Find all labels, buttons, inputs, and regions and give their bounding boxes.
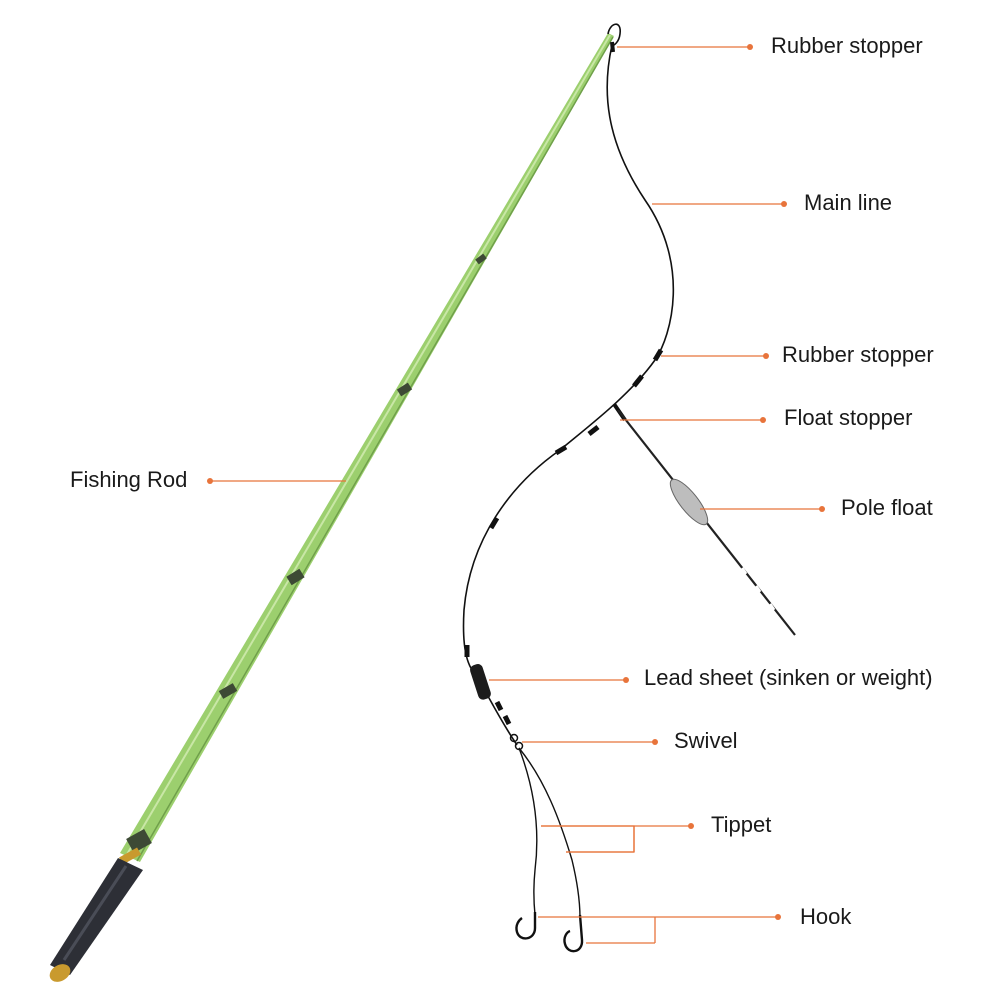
rod-tip-loop [607, 23, 621, 46]
leader-dot [819, 506, 825, 512]
hook-left [515, 912, 537, 940]
leader-dot [652, 739, 658, 745]
leader-dot [781, 201, 787, 207]
label-tippet: Tippet [711, 812, 772, 837]
leader-dot [763, 353, 769, 359]
label-float-stopper: Float stopper [784, 405, 913, 430]
bead [502, 714, 512, 726]
leader-dot [775, 914, 781, 920]
leader-tippet [541, 825, 635, 853]
float-body [669, 478, 709, 526]
hook-right [563, 914, 584, 953]
fishing-rod [49, 23, 621, 982]
bead [587, 425, 600, 436]
swivel-ring [509, 733, 519, 743]
bead [652, 348, 664, 362]
tippet-line-left [518, 747, 538, 916]
bead [488, 516, 500, 530]
rod-handle-shine [62, 865, 128, 961]
leader-dot [747, 44, 753, 50]
tippet-line-right [518, 747, 581, 919]
label-swivel: Swivel [674, 728, 738, 753]
rod-joint-band [475, 253, 487, 265]
bead [632, 374, 644, 388]
label-main-line: Main line [804, 190, 893, 215]
leader-dots [207, 44, 825, 920]
label-hook: Hook [800, 904, 852, 929]
rod-butt-cap [49, 964, 71, 982]
float-tip-band [768, 603, 776, 611]
leader-dot [207, 478, 213, 484]
rod-joint-band [396, 382, 413, 397]
label-lead-sheet: Lead sheet (sinken or weight) [644, 665, 933, 690]
float-tip-band [740, 567, 748, 575]
label-rubber-stopper-mid: Rubber stopper [782, 342, 934, 367]
bead [554, 444, 568, 456]
rod-blank-shade [136, 36, 614, 862]
leader-dot [688, 823, 694, 829]
pole-float [612, 402, 796, 636]
rod-blank-highlight [125, 34, 611, 857]
rod-gold-ring [119, 847, 141, 865]
tippets [518, 747, 581, 919]
label-pole-float: Pole float [841, 495, 933, 520]
label-fishing-rod: Fishing Rod [70, 467, 188, 492]
hooks [515, 912, 584, 953]
main-line [462, 44, 675, 746]
line-beads [464, 41, 664, 726]
rubber-stopper-top [610, 41, 615, 53]
label-rubber-stopper-top: Rubber stopper [771, 33, 923, 58]
rod-joint-band [218, 683, 238, 699]
bead [494, 700, 504, 712]
leader-dot [623, 677, 629, 683]
rod-joint-band [286, 568, 305, 586]
float-tip-band [754, 585, 762, 593]
leader-dot [760, 417, 766, 423]
rod-joint-band [126, 829, 152, 853]
lead-sheet-weight [470, 664, 491, 700]
leader-lines [210, 46, 822, 944]
